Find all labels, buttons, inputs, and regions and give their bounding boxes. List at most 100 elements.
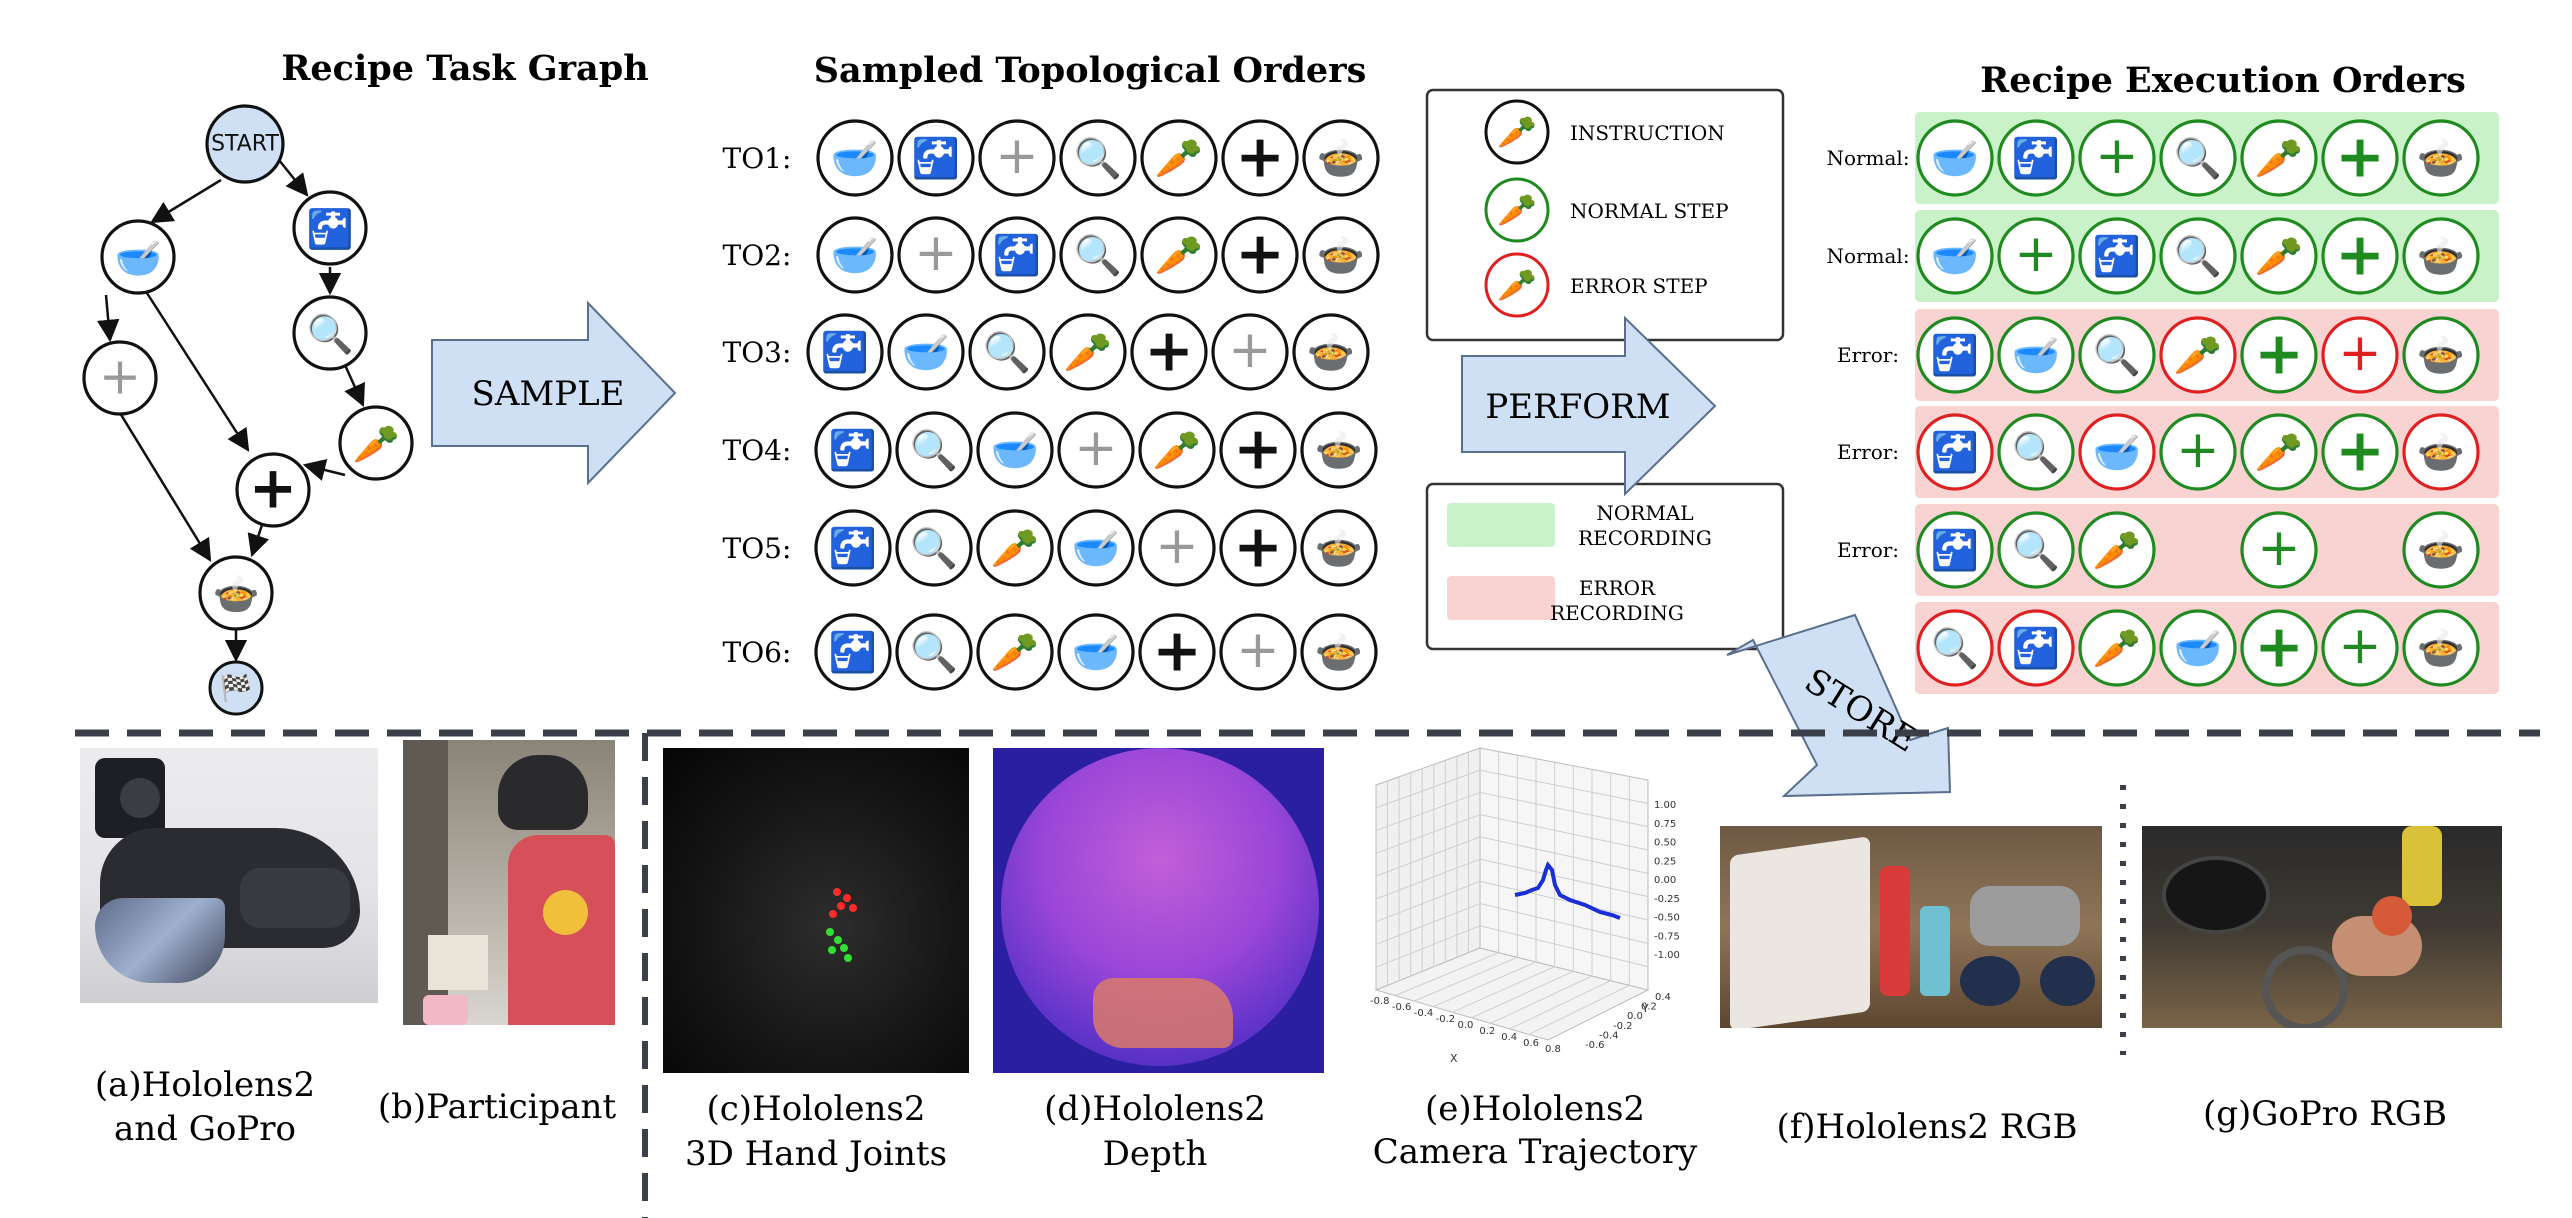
whisk-bowl-icon: 🥣 <box>991 429 1039 474</box>
stir-bowl-icon: 🍲 <box>1315 631 1363 676</box>
step-circle-normal <box>2402 511 2480 589</box>
trajectory-y-tick: -0.2 <box>1613 1021 1633 1032</box>
carrot-knife-icon: 🥕 <box>2093 529 2141 574</box>
step-circle-order <box>816 216 894 294</box>
step-circle-normal <box>2078 119 2156 197</box>
step-circle-order <box>895 613 973 691</box>
plus-bold-icon: + <box>1144 316 1194 385</box>
topological-order-row: TO2:🥣+🚰🔍🥕+🍲 <box>723 216 1380 294</box>
peeler-icon: 🔍 <box>910 524 958 572</box>
plus-light-icon: + <box>1074 418 1117 478</box>
sample-label: SAMPLE <box>472 374 625 414</box>
stir-bowl-icon: 🍲 <box>1307 331 1355 376</box>
plus-bold-icon: + <box>2335 220 2385 289</box>
step-circle-order <box>895 509 973 587</box>
step-circle-error <box>1916 413 1994 491</box>
peeler-icon: 🔍 <box>2093 331 2141 379</box>
carrot-knife-icon: 🥕 <box>2093 627 2141 672</box>
plus-bold-icon: + <box>1233 512 1283 581</box>
step-circle-normal <box>2321 609 2399 687</box>
step-circle-normal <box>1997 511 2075 589</box>
carrot-knife-icon: 🥕 <box>991 527 1039 572</box>
trajectory-z-tick: 0.25 <box>1654 856 1676 867</box>
whisk-bowl-icon: 🥣 <box>2012 334 2060 379</box>
legend-normal-recording-line2: RECORDING <box>1578 526 1712 550</box>
execution-order-label: Error: <box>1837 538 1899 562</box>
trajectory-y-tick: -0.4 <box>1599 1030 1619 1041</box>
trajectory-z-tick: 0.75 <box>1654 819 1676 830</box>
step-circle-normal <box>2321 217 2399 295</box>
topological-order-label: TO5: <box>723 532 792 565</box>
execution-order-label: Error: <box>1837 343 1899 367</box>
step-circle-normal <box>2240 119 2318 197</box>
whisk-bowl-icon: 🥣 <box>1931 137 1979 182</box>
peeler-icon: 🔍 <box>306 310 353 356</box>
step-circle-order <box>1300 613 1378 691</box>
finish-flag-icon: 🏁 <box>220 673 252 704</box>
photo-hololens-rgb <box>1720 826 2102 1028</box>
step-circle-error <box>2321 316 2399 394</box>
trajectory-z-tick: -1.00 <box>1654 950 1680 961</box>
legend-error-recording-swatch <box>1447 576 1555 620</box>
topological-order-label: TO2: <box>723 239 792 272</box>
step-circle-graph <box>292 190 368 266</box>
whisk-bowl-icon: 🥣 <box>831 137 879 182</box>
caption-a-line2: and GoPro <box>114 1109 296 1149</box>
whisk-bowl-icon: 🥣 <box>1072 527 1120 572</box>
plus-light-icon: + <box>2095 126 2138 186</box>
caption-d-line1: (d)Hololens2 <box>1044 1089 1266 1129</box>
plus-light-icon: + <box>99 347 141 406</box>
caption-d-line2: Depth <box>1103 1134 1208 1174</box>
faucet-veggies-icon: 🚰 <box>821 330 869 376</box>
execution-order-label: Normal: <box>1826 244 1909 268</box>
caption-a-line1: (a)Hololens2 <box>95 1065 315 1105</box>
plus-bold-icon: + <box>2335 122 2385 191</box>
step-circle-normal <box>2240 316 2318 394</box>
trajectory-y-tick: 0.4 <box>1655 992 1671 1003</box>
step-circle-error <box>1997 609 2075 687</box>
step-circle-normal <box>1997 217 2075 295</box>
task-graph: START🥣🚰+🔍🥕+🍲🏁 <box>82 104 414 716</box>
whisk-bowl-icon: 🥣 <box>902 331 950 376</box>
whisk-bowl-icon: 🥣 <box>1931 235 1979 280</box>
step-circle-graph <box>338 405 414 481</box>
step-circle-normal <box>2240 217 2318 295</box>
stir-bowl-icon: 🍲 <box>1317 137 1365 182</box>
step-circle-order <box>806 313 884 391</box>
stir-bowl-icon: 🍲 <box>2417 529 2465 574</box>
step-circle-normal <box>1916 511 1994 589</box>
trajectory-x-tick: 0.0 <box>1458 1020 1474 1031</box>
caption-c-line1: (c)Hololens2 <box>706 1089 925 1129</box>
execution-order-label: Normal: <box>1826 146 1909 170</box>
step-circle-normal <box>2321 119 2399 197</box>
step-circle-error <box>2078 413 2156 491</box>
topological-order-label: TO6: <box>723 636 792 669</box>
step-circle-order <box>1300 411 1378 489</box>
plus-bold-icon: + <box>1152 616 1202 685</box>
step-circle-order <box>968 313 1046 391</box>
peeler-icon: 🔍 <box>910 426 958 474</box>
peeler-icon: 🔍 <box>1074 134 1122 182</box>
step-circle-normal <box>1997 119 2075 197</box>
topological-order-label: TO4: <box>723 434 792 467</box>
plus-light-icon: + <box>2176 420 2219 480</box>
peeler-icon: 🔍 <box>2174 134 2222 182</box>
trajectory-z-tick: 0.50 <box>1654 838 1676 849</box>
faucet-veggies-icon: 🚰 <box>2012 626 2060 672</box>
step-circle-normal <box>2321 413 2399 491</box>
topological-order-row: TO1:🥣🚰+🔍🥕+🍲 <box>723 119 1380 197</box>
plus-light-icon: + <box>995 126 1038 186</box>
step-circle-normal <box>2240 413 2318 491</box>
step-circle-normal <box>1916 217 1994 295</box>
caption-e-line1: (e)Hololens2 <box>1425 1089 1645 1129</box>
execution-order-row: 🔍🚰🥕🥣++🍲 <box>1915 602 2499 694</box>
legend-instruction-circle <box>1484 99 1550 165</box>
faucet-veggies-icon: 🚰 <box>306 207 353 251</box>
step-circle-normal <box>2159 119 2237 197</box>
faucet-veggies-icon: 🚰 <box>993 233 1041 279</box>
step-circle-order <box>976 509 1054 587</box>
plus-bold-icon: + <box>249 455 297 522</box>
sample-arrow: SAMPLE <box>431 300 677 486</box>
step-circle-error <box>1916 609 1994 687</box>
topological-order-label: TO1: <box>723 142 792 175</box>
